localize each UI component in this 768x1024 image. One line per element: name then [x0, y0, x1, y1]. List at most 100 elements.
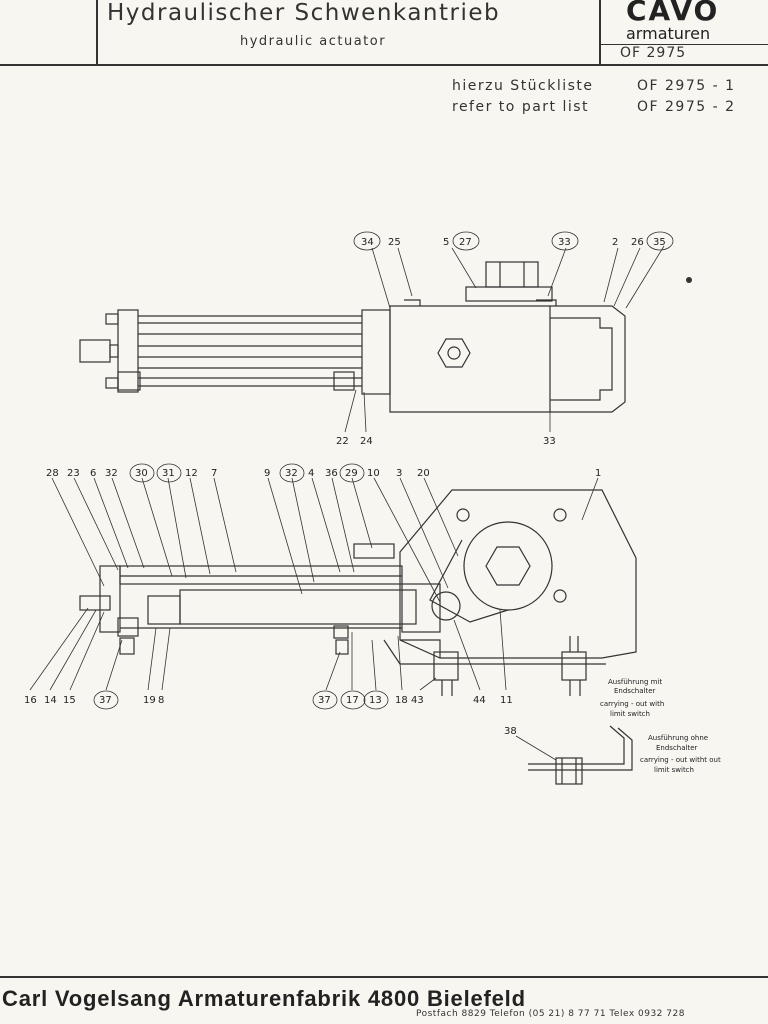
note-line: limit switch: [610, 710, 650, 718]
drawing-subtitle: hydraulic actuator: [240, 34, 387, 49]
callout-label: 32: [105, 468, 118, 479]
callout-label: 44: [473, 695, 486, 706]
callout-label: 24: [360, 436, 373, 447]
top-flange: [465, 286, 553, 302]
leader-lines: [29, 245, 665, 761]
note-line: Endschalter: [656, 744, 698, 752]
flange: [361, 309, 391, 395]
section-housing: [399, 489, 637, 659]
callout-label: 12: [185, 468, 198, 479]
callout-label: 36: [325, 468, 338, 479]
callout-label: 30: [135, 468, 148, 479]
title-block-doc-line: [601, 44, 768, 45]
callout-label: 17: [346, 695, 359, 706]
note-line: limit switch: [654, 766, 694, 774]
drawing-title: Hydraulischer Schwenkantrieb: [107, 0, 501, 26]
cavo-logo: CAVO: [626, 0, 720, 27]
ref-number-1: OF 2975 - 1: [637, 78, 736, 94]
nut: [105, 377, 119, 389]
callout-label: 32: [285, 468, 298, 479]
callout-label: 18: [395, 695, 408, 706]
callout-label: 16: [24, 695, 37, 706]
title-block-divider: [599, 0, 601, 66]
company-address: Postfach 8829 Telefon (05 21) 8 77 71 Te…: [416, 1009, 685, 1019]
callout-label: 4: [308, 468, 314, 479]
callout-label: 29: [345, 468, 358, 479]
detail-view: [528, 725, 633, 785]
callout-label: 43: [411, 695, 424, 706]
callout-circles: [93, 231, 674, 710]
footer: Carl Vogelsang Armaturenfabrik 4800 Biel…: [0, 976, 768, 1024]
callout-label: 22: [336, 436, 349, 447]
bleed-screw: [117, 371, 141, 391]
callout-label: 35: [653, 237, 666, 248]
callout-label: 25: [388, 237, 401, 248]
callout-label: 2: [612, 237, 618, 248]
port-fitting: [79, 339, 111, 363]
technical-drawing: 34 25 5 27 33 2 26 35 22 24 33 28 23 6 3…: [24, 231, 721, 785]
callout-label: 1: [595, 468, 601, 479]
callout-label: 26: [631, 237, 644, 248]
callout-label: 23: [67, 468, 80, 479]
bolt-head: [79, 595, 111, 611]
callout-label: 31: [162, 468, 175, 479]
section-view: [79, 489, 637, 696]
callout-label: 13: [369, 695, 382, 706]
callout-label: 37: [318, 695, 331, 706]
end-cap-section: [99, 565, 121, 633]
nut: [105, 313, 119, 325]
document-number: OF 2975: [620, 45, 687, 61]
callout-label: 34: [361, 237, 374, 248]
title-block-divider: [96, 0, 98, 66]
ref-label-de: hierzu Stückliste: [452, 78, 594, 94]
callout-label: 3: [396, 468, 402, 479]
detail-nut: [555, 757, 583, 785]
title-block: Hydraulischer Schwenkantrieb hydraulic a…: [0, 0, 768, 66]
callout-label: 6: [90, 468, 96, 479]
tie-rod-section: [119, 565, 403, 585]
piston: [147, 595, 181, 625]
callout-label: 33: [558, 237, 571, 248]
port-fitting-section: [353, 543, 395, 559]
callout-label: 10: [367, 468, 380, 479]
fitting-neck: [109, 344, 119, 358]
hex-drive: [485, 546, 531, 586]
callout-label: 8: [158, 695, 164, 706]
callout-label: 19: [143, 695, 156, 706]
callout-label: 14: [44, 695, 57, 706]
piston-rod-section: [179, 589, 417, 625]
end-housing: [550, 305, 626, 413]
pinion-bore: [463, 521, 553, 611]
callout-label: 38: [504, 726, 517, 737]
rack-block: [401, 583, 441, 633]
limit-switch-mount: [561, 651, 587, 681]
callout-label: 20: [417, 468, 430, 479]
callout-label: 9: [264, 468, 270, 479]
callout-label: 15: [63, 695, 76, 706]
callout-label: 11: [500, 695, 513, 706]
cavo-logo-subtitle: armaturen: [626, 24, 711, 43]
end-cap-left: [117, 309, 139, 393]
title-block-bottom-line: [0, 64, 768, 66]
bleed-screw: [333, 371, 355, 391]
ink-dot: [686, 277, 692, 283]
footer-line: [0, 976, 768, 978]
callout-label: 5: [443, 237, 449, 248]
note-line: Ausführung mit: [608, 678, 662, 686]
note-line: carrying - out with: [600, 700, 664, 708]
company-name: Carl Vogelsang Armaturenfabrik 4800 Biel…: [2, 986, 526, 1011]
bleed-screw: [117, 617, 139, 637]
callout-label: 33: [543, 436, 556, 447]
hex-nut: [485, 261, 539, 288]
note-line: carrying - out witht out: [640, 756, 721, 764]
callout-label: 7: [211, 468, 217, 479]
callout-label: 37: [99, 695, 112, 706]
note-line: Endschalter: [614, 687, 656, 695]
note-line: Ausführung ohne: [648, 734, 708, 742]
ref-label-en: refer to part list: [452, 99, 590, 115]
hydraulic-port: [437, 338, 471, 368]
limit-switch-mount: [433, 651, 459, 681]
ref-number-2: OF 2975 - 2: [637, 99, 736, 115]
callout-label: 28: [46, 468, 59, 479]
lever-pin: [431, 591, 461, 621]
